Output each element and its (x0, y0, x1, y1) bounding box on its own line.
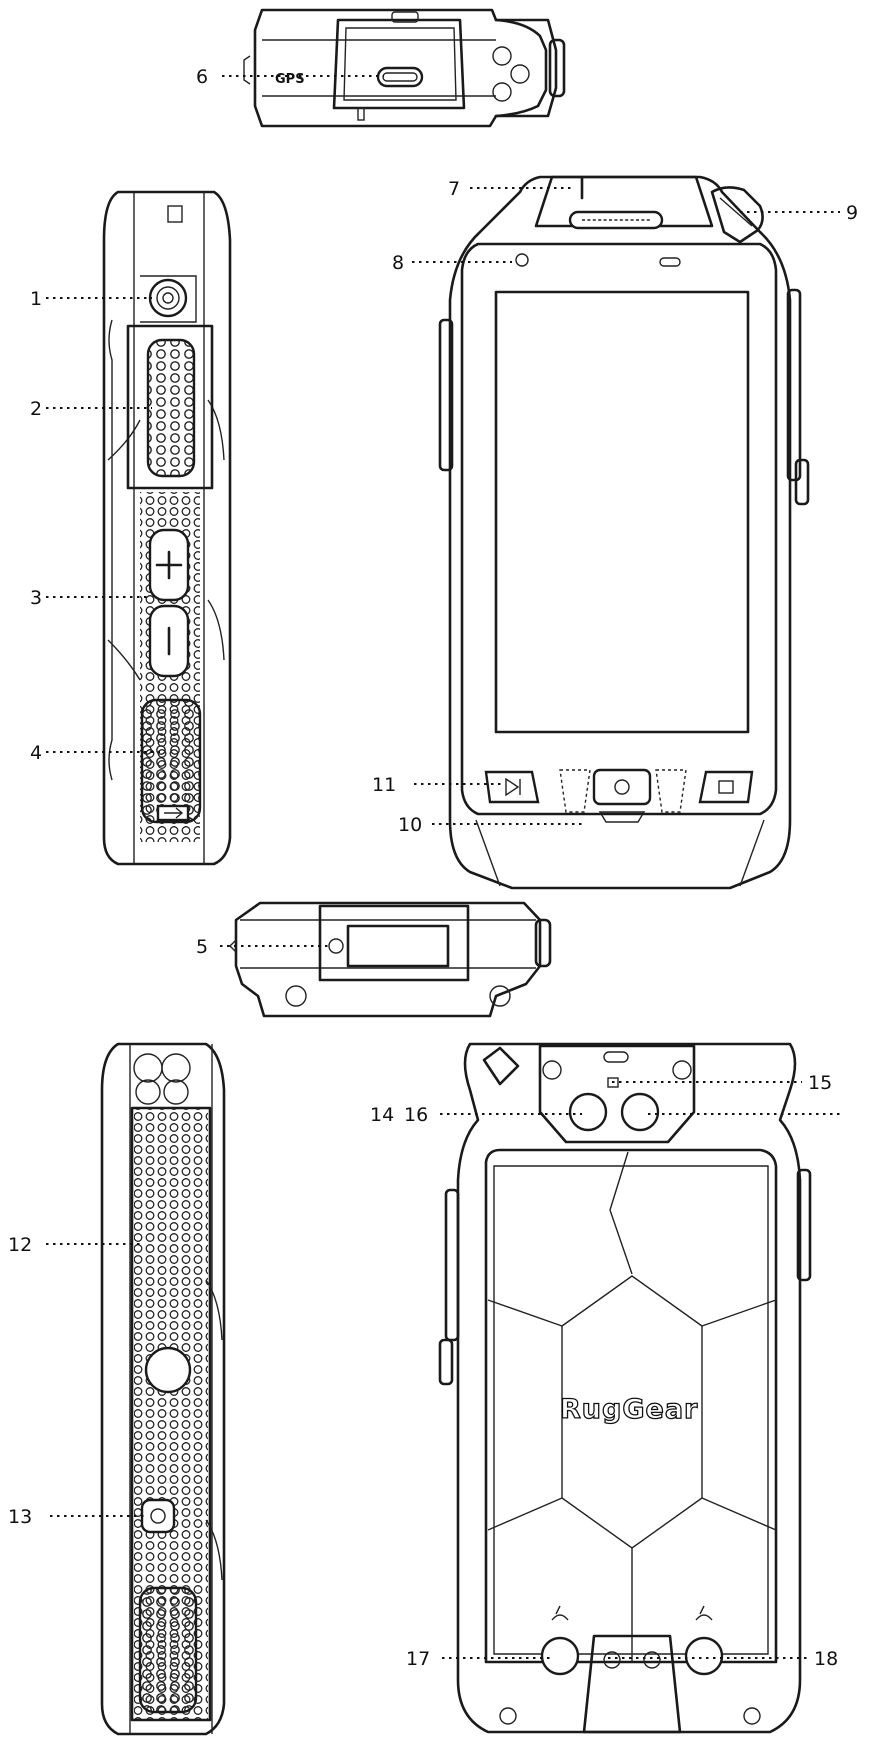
callout-14: 14 (370, 1104, 394, 1126)
callout-11: 11 (372, 774, 396, 796)
callout-5: 5 (196, 936, 208, 958)
bottom-view (229, 901, 552, 1018)
callout-10: 10 (398, 814, 422, 836)
callout-16: 16 (404, 1104, 428, 1126)
callout-1: 1 (30, 288, 42, 310)
callout-6: 6 (196, 66, 208, 88)
callout-7: 7 (448, 178, 460, 200)
callout-15: 15 (808, 1072, 832, 1094)
callout-17: 17 (406, 1648, 430, 1670)
leader-lines (46, 75, 840, 1659)
callout-8: 8 (392, 252, 404, 274)
side-view-left (102, 190, 232, 866)
callout-numbers: 6 1 2 3 4 5 7 8 9 11 10 12 13 15 14 16 1… (8, 66, 858, 1670)
callout-4: 4 (30, 742, 42, 764)
brand-logo: RugGear (560, 1394, 698, 1425)
gps-marking: GPS (275, 72, 305, 87)
front-view (438, 175, 810, 890)
callout-2: 2 (30, 398, 42, 420)
callout-13: 13 (8, 1506, 32, 1528)
side-view-right (100, 1042, 226, 1736)
callout-3: 3 (30, 587, 42, 609)
callout-9: 9 (846, 202, 858, 224)
callout-12: 12 (8, 1234, 32, 1256)
callout-18: 18 (814, 1648, 838, 1670)
back-view: RugGear (438, 1042, 812, 1734)
top-view: GPS (243, 8, 566, 128)
